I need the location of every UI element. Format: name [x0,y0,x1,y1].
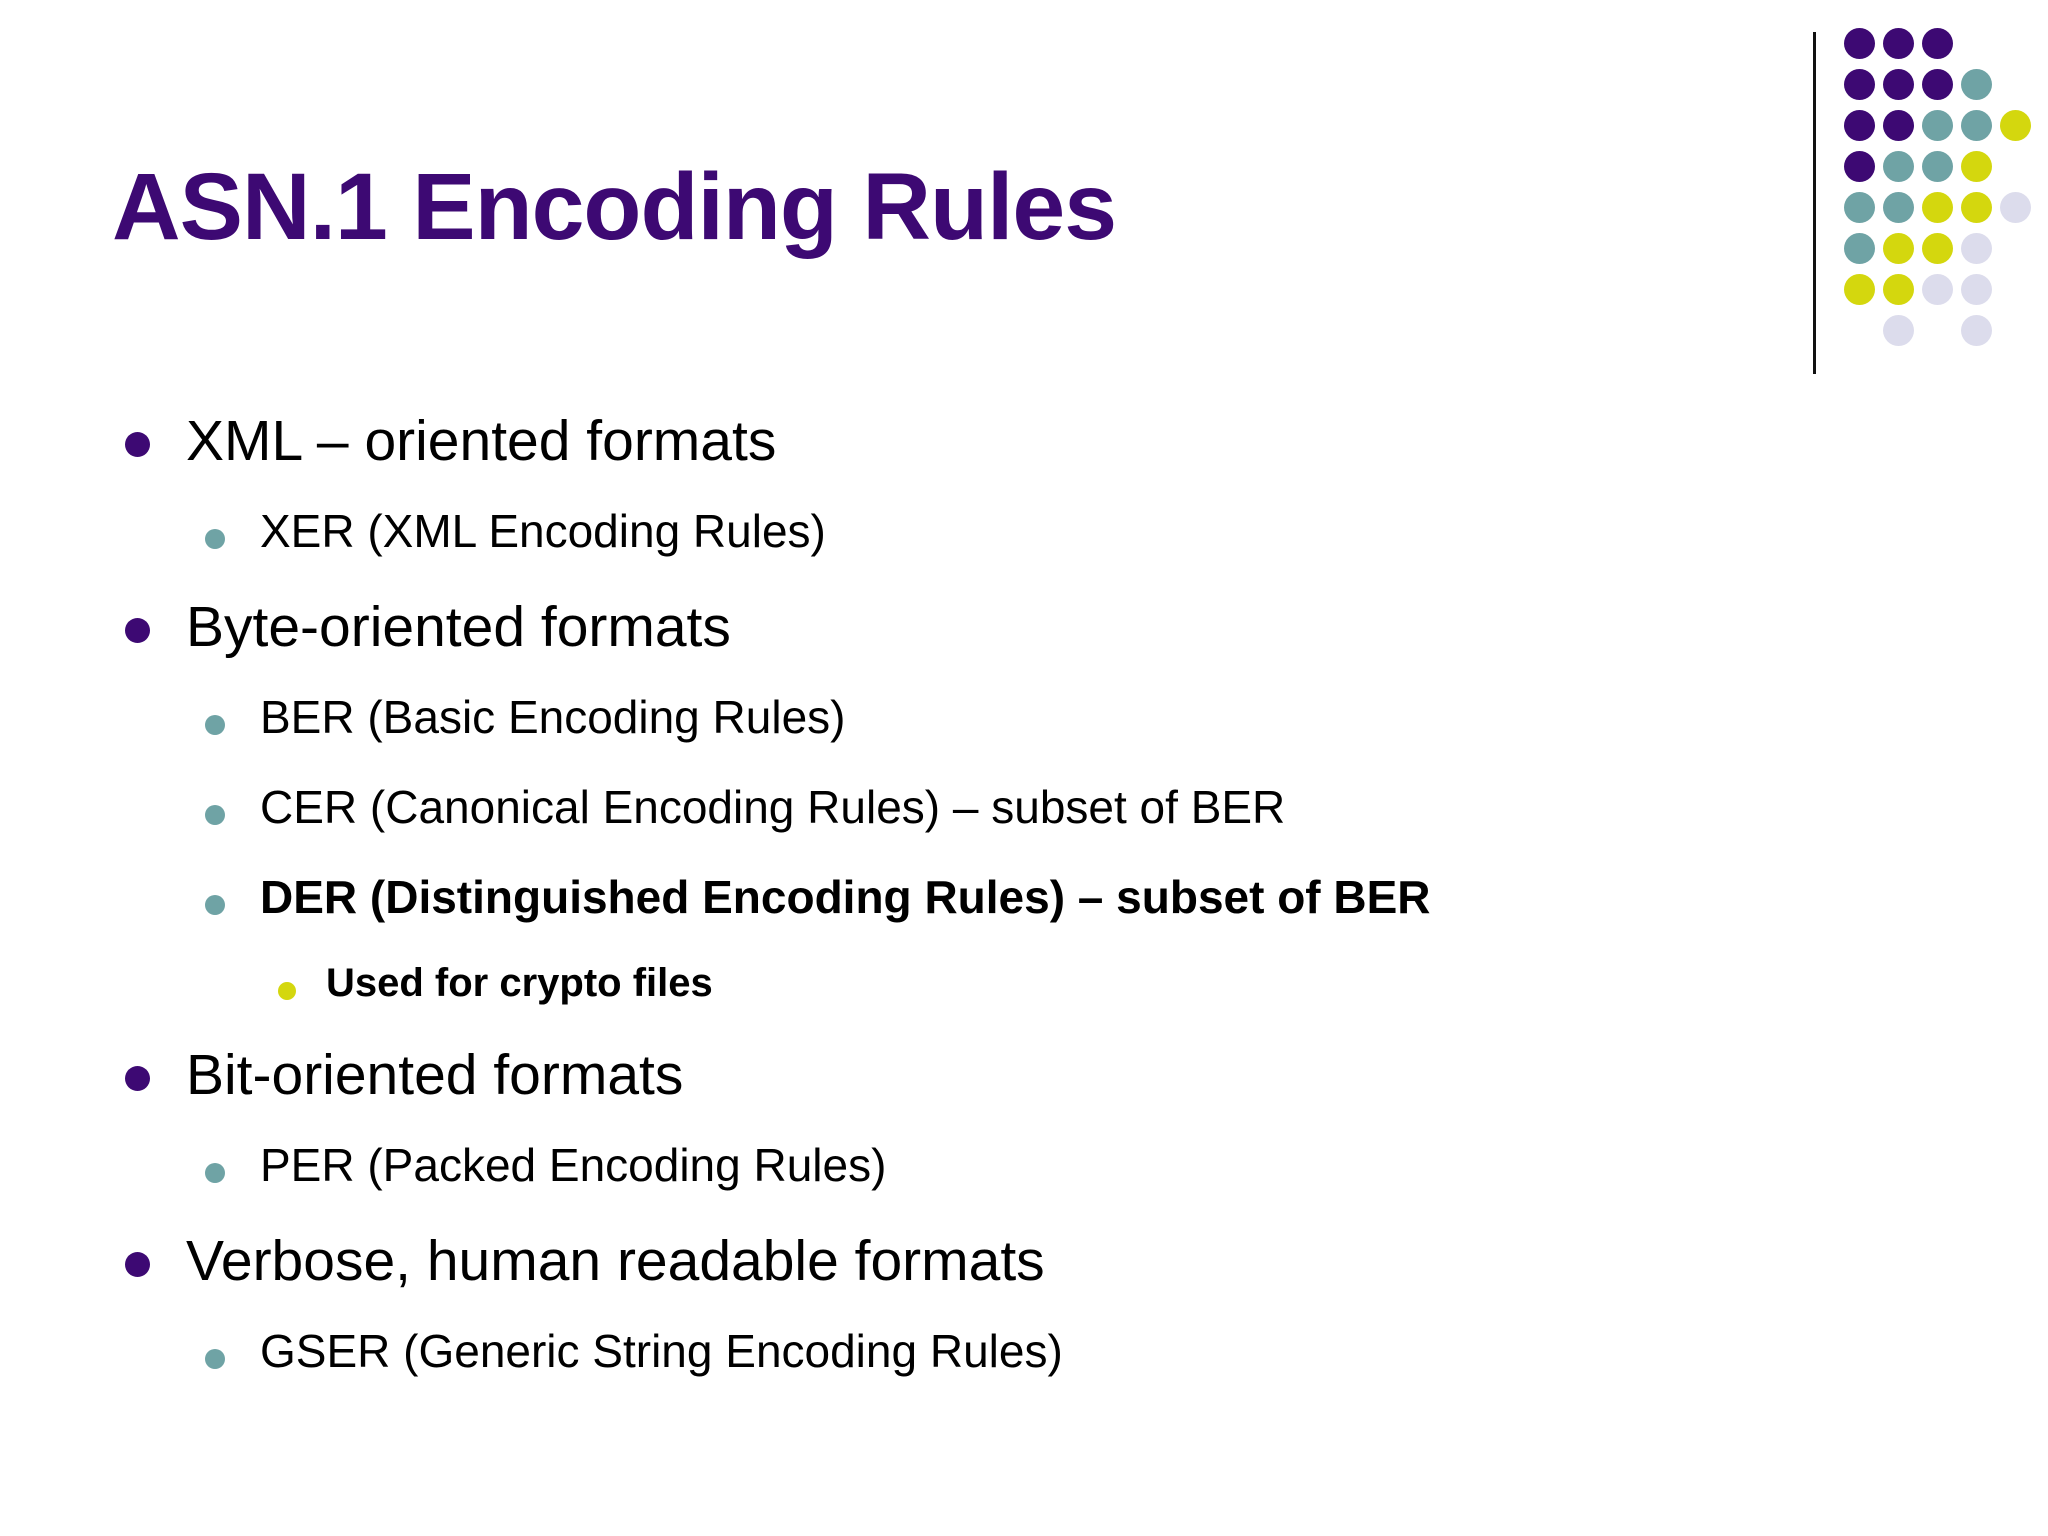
logo-dot-teal [1961,110,1992,141]
bullet-item-level-2: DER (Distinguished Encoding Rules) – sub… [0,870,1900,960]
logo-vertical-rule [1813,32,1816,374]
bullet-label: Bit-oriented formats [186,1043,684,1107]
dot-grid-logo [1778,0,2048,400]
bullet-marker-purple-icon [125,618,150,643]
logo-dot-grid [1844,28,2034,358]
bullet-item-level-3: Used for crypto files [0,960,1900,1042]
bullet-item-level-2: GSER (Generic String Encoding Rules) [0,1324,1900,1414]
logo-dot-lavender [1883,315,1914,346]
logo-dot-yellow [2000,110,2031,141]
bullet-item-level-2: PER (Packed Encoding Rules) [0,1138,1900,1228]
bullet-label: GSER (Generic String Encoding Rules) [260,1325,1063,1377]
bullet-label: XML – oriented formats [186,409,777,473]
logo-dot-yellow [1961,151,1992,182]
bullet-item-level-2: CER (Canonical Encoding Rules) – subset … [0,780,1900,870]
logo-dot-purple [1844,69,1875,100]
bullet-item-level-2: XER (XML Encoding Rules) [0,504,1900,594]
logo-dot-purple [1922,69,1953,100]
bullet-marker-teal-icon [205,1163,225,1183]
logo-dot-purple [1883,28,1914,59]
logo-dot-teal [1844,233,1875,264]
logo-dot-teal [1883,151,1914,182]
logo-dot-lavender [1961,274,1992,305]
logo-dot-purple [1844,110,1875,141]
logo-dot-yellow [1883,274,1914,305]
bullet-item-level-1: Verbose, human readable formats [0,1228,1900,1324]
logo-dot-lavender [1922,274,1953,305]
logo-dot-yellow [1844,274,1875,305]
bullet-item-level-1: XML – oriented formats [0,408,1900,504]
bullet-marker-purple-icon [125,1066,150,1091]
logo-dot-purple [1922,28,1953,59]
bullet-marker-purple-icon [125,432,150,457]
bullet-marker-teal-icon [205,1349,225,1369]
bullet-item-level-1: Bit-oriented formats [0,1042,1900,1138]
bullet-marker-purple-icon [125,1252,150,1277]
logo-dot-teal [1961,69,1992,100]
logo-dot-purple [1844,151,1875,182]
bullet-marker-teal-icon [205,895,225,915]
bullet-item-level-1: Byte-oriented formats [0,594,1900,690]
logo-dot-purple [1883,69,1914,100]
logo-dot-teal [1883,192,1914,223]
bullet-label: CER (Canonical Encoding Rules) – subset … [260,781,1286,833]
logo-dot-lavender [1961,233,1992,264]
logo-dot-yellow [1883,233,1914,264]
logo-dot-teal [1844,192,1875,223]
page-title: ASN.1 Encoding Rules [112,154,1117,260]
bullet-label: BER (Basic Encoding Rules) [260,691,846,743]
bullet-label: DER (Distinguished Encoding Rules) – sub… [260,871,1431,923]
logo-dot-lavender [1961,315,1992,346]
logo-dot-yellow [1961,192,1992,223]
bullet-marker-yellow-icon [278,982,296,1000]
bullet-marker-teal-icon [205,805,225,825]
logo-dot-purple [1883,110,1914,141]
bullet-label: Verbose, human readable formats [186,1229,1045,1293]
bullet-marker-teal-icon [205,529,225,549]
bullet-item-level-2: BER (Basic Encoding Rules) [0,690,1900,780]
logo-dot-yellow [1922,192,1953,223]
logo-dot-yellow [1922,233,1953,264]
bullet-label: Used for crypto files [326,961,713,1005]
bullet-label: PER (Packed Encoding Rules) [260,1139,887,1191]
bullet-label: Byte-oriented formats [186,595,731,659]
bullet-marker-teal-icon [205,715,225,735]
logo-dot-teal [1922,110,1953,141]
logo-dot-teal [1922,151,1953,182]
logo-dot-lavender [2000,192,2031,223]
logo-dot-purple [1844,28,1875,59]
bullet-label: XER (XML Encoding Rules) [260,505,826,557]
